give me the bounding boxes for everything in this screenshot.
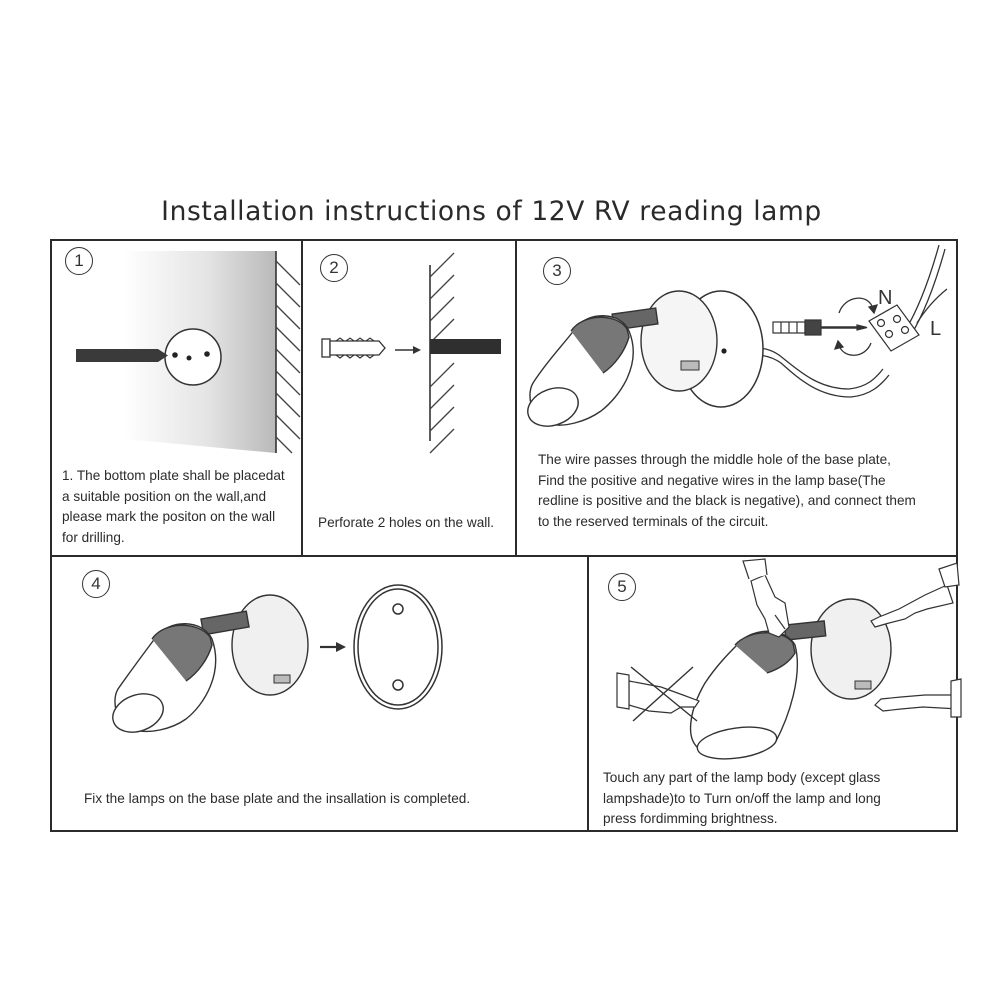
step-1-caption-line: for drilling. (62, 529, 125, 545)
hand-forbidden-icon (616, 666, 700, 722)
step-3-caption-line: to the reserved terminals of the circuit… (538, 513, 769, 529)
step-1-caption-line: a suitable position on the wall,and (62, 488, 267, 504)
arrow-right-icon (320, 642, 346, 652)
step-3-illustration: N L (527, 244, 948, 427)
rotate-icon (833, 297, 879, 356)
step-1-illustration (76, 251, 301, 454)
base-plate (810, 598, 892, 700)
step-2-caption: Perforate 2 holes on the wall. (318, 515, 495, 530)
base-plate (353, 584, 443, 710)
hand-touch-base-icon (874, 678, 962, 718)
step-3-caption-line: Find the positive and negative wires in … (538, 472, 886, 488)
wall-hatching (275, 260, 301, 454)
reading-lamp-icon (527, 290, 718, 427)
step-3-panel: 3 N L (515, 239, 958, 557)
step-2-panel: 2 Perforate 2 holes on the wall. (301, 239, 517, 557)
hand-touch-top-icon (742, 558, 790, 638)
step-1-number: 1 (65, 247, 93, 275)
drill-bit (76, 349, 158, 362)
step-1-panel: 1 1. The bottom plate shall be placedat … (50, 239, 303, 557)
reading-lamp-icon (689, 620, 827, 760)
step-5-illustration (616, 558, 962, 760)
arrow-right-icon (395, 346, 421, 354)
drilled-hole (430, 339, 501, 354)
wall-anchor-icon (321, 338, 386, 358)
terminal-block (868, 304, 920, 352)
label-neutral: N (878, 287, 892, 309)
step-3-caption-line: redline is positive and the black is neg… (538, 493, 916, 508)
label-live: L (930, 318, 941, 340)
hand-touch-right-icon (870, 562, 960, 628)
step-5-caption-line: press fordimming brightness. (603, 811, 778, 826)
step-1-caption-line: 1. The bottom plate shall be placedat (62, 468, 285, 483)
step-3-number: 3 (543, 257, 571, 285)
step-5-caption-line: Touch any part of the lamp body (except … (603, 770, 881, 785)
reading-lamp-icon (112, 594, 309, 733)
page-title: Installation instructions of 12V RV read… (161, 196, 822, 227)
step-2-illustration (321, 252, 501, 454)
step-5-panel: 5 (587, 555, 962, 832)
step-4-panel: 4 Fix the lamps on the base plate and th… (50, 555, 589, 832)
step-3-caption-line: The wire passes through the middle hole … (538, 452, 891, 467)
step-4-number: 4 (82, 570, 110, 598)
step-2-number: 2 (320, 254, 348, 282)
step-1-caption-line: please mark the positon on the wall (62, 509, 276, 524)
step-4-caption: Fix the lamps on the base plate and the … (84, 791, 471, 806)
step-5-number: 5 (608, 573, 636, 601)
step-4-illustration (112, 584, 443, 733)
power-wires (730, 244, 948, 398)
screwdriver-icon (772, 319, 868, 336)
step-5-caption-line: lampshade)to to Turn on/off the lamp and… (603, 790, 881, 806)
